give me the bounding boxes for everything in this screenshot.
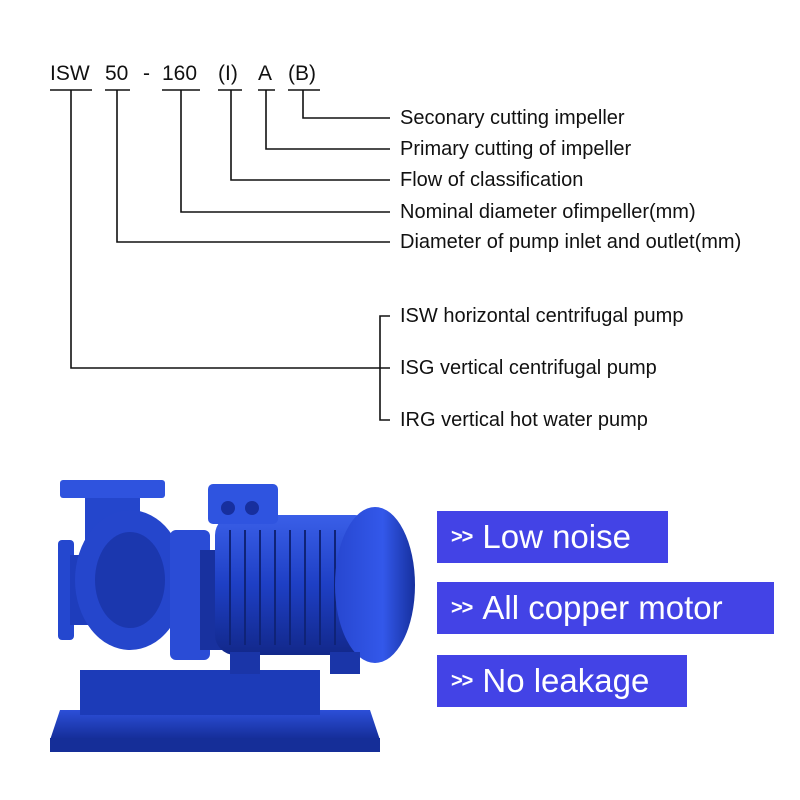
leader-inlet — [116, 90, 390, 243]
connector-lines — [50, 89, 390, 421]
leader-secondary — [302, 90, 390, 119]
leader-impeller — [180, 90, 390, 213]
label-impeller-diameter: Nominal diameter ofimpeller(mm) — [400, 201, 696, 223]
feature-badge-low-noise: >> Low noise — [437, 511, 668, 563]
code-part-dash: - — [143, 62, 150, 85]
double-arrow-icon: >> — [451, 669, 473, 692]
leader-flow — [230, 90, 390, 181]
code-part-secondary-cut: (B) — [288, 62, 316, 85]
feature-text: All copper motor — [482, 589, 723, 626]
double-arrow-icon: >> — [451, 525, 473, 548]
label-pump-type-isg: ISG vertical centrifugal pump — [400, 357, 657, 379]
label-pump-type-isw: ISW horizontal centrifugal pump — [400, 305, 684, 327]
leader-primary — [265, 90, 390, 150]
feature-badge-copper-motor: >> All copper motor — [437, 582, 774, 634]
label-flow-classification: Flow of classification — [400, 169, 584, 191]
code-part-series: ISW — [50, 62, 90, 85]
code-part-flow-class: (I) — [218, 62, 238, 85]
leader-series — [70, 90, 390, 369]
label-pump-type-irg: IRG vertical hot water pump — [400, 409, 648, 431]
double-arrow-icon: >> — [451, 596, 473, 619]
code-part-impeller-diameter: 160 — [162, 62, 198, 85]
feature-text: Low noise — [482, 518, 631, 555]
feature-badge-no-leakage: >> No leakage — [437, 655, 687, 707]
label-primary-cutting: Primary cutting of impeller — [400, 138, 632, 160]
label-secondary-cutting: Seconary cutting impeller — [400, 107, 625, 129]
bracket-pump-types — [379, 315, 390, 421]
code-part-primary-cut: A — [258, 62, 273, 85]
label-inlet-outlet-diameter: Diameter of pump inlet and outlet(mm) — [400, 231, 742, 253]
code-part-inlet-diameter: 50 — [105, 62, 129, 85]
pump-image — [50, 480, 415, 752]
feature-text: No leakage — [482, 662, 650, 699]
